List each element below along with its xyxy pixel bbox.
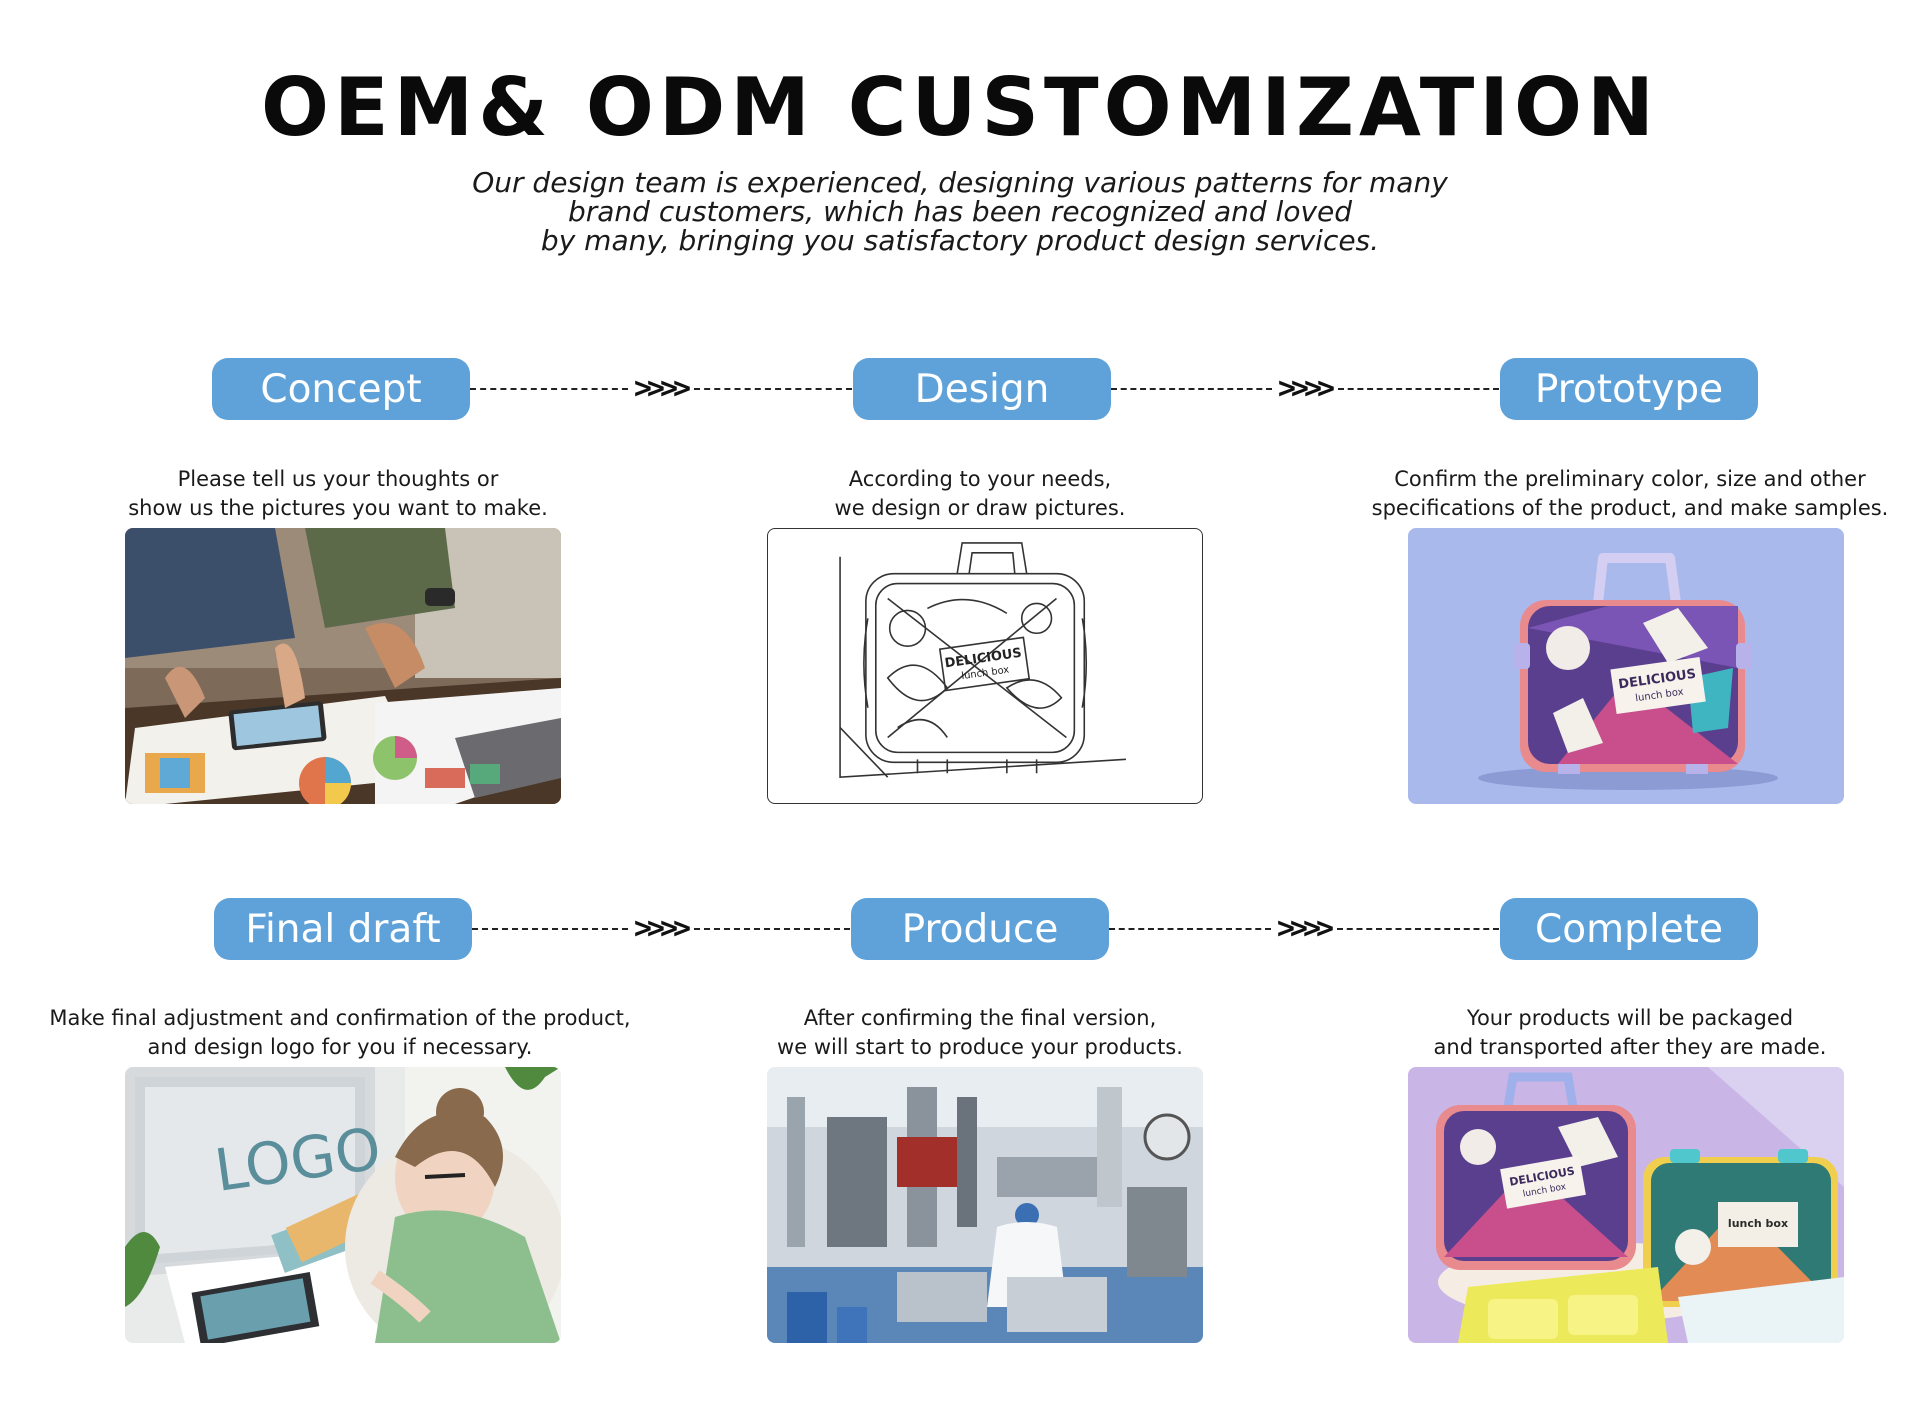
step-produce-pill: Produce	[851, 898, 1109, 960]
desc-line: show us the pictures you want to make.	[128, 496, 548, 520]
desc-line: and transported after they are made.	[1433, 1035, 1827, 1059]
desc-line: Make final adjustment and confirmation o…	[49, 1006, 631, 1030]
step-design-pill: Design	[853, 358, 1111, 420]
factory-production-photo	[767, 1067, 1203, 1343]
desc-line: Please tell us your thoughts or	[177, 467, 499, 491]
step-complete-pill: Complete	[1500, 898, 1758, 960]
connector-arrow: >>>>	[470, 369, 852, 409]
page-title: OEM& ODM CUSTOMIZATION	[260, 61, 1659, 154]
lunch-box-sample-photo: DELICIOUS lunch box	[1408, 528, 1844, 804]
connector-arrow: >>>>	[1111, 369, 1499, 409]
connector-arrow-icon: >>>>	[1277, 371, 1335, 406]
subtitle-line: brand customers, which has been recogniz…	[567, 195, 1353, 228]
planning-meeting-photo	[125, 528, 561, 804]
desc-line: and design logo for you if necessary.	[147, 1035, 533, 1059]
desc-line: we design or draw pictures.	[834, 496, 1126, 520]
connector-arrow-icon: >>>>	[1276, 911, 1334, 946]
subtitle-line: by many, bringing you satisfactory produ…	[540, 224, 1380, 257]
designer-logo-photo: LOGO	[125, 1067, 561, 1343]
desc-line: specifications of the product, and make …	[1371, 496, 1889, 520]
connector-arrow-icon: >>>>	[633, 911, 691, 946]
step-prototype-pill: Prototype	[1500, 358, 1758, 420]
finished-products-photo: DELICIOUS lunch box lunch box	[1408, 1067, 1844, 1343]
step-final-draft-desc: Make final adjustment and confirmation o…	[40, 1004, 640, 1062]
connector-arrow-icon: >>>>	[633, 371, 691, 406]
connector-arrow: >>>>	[1109, 909, 1499, 949]
connector-arrow: >>>>	[472, 909, 850, 949]
page-subtitle: Our design team is experienced, designin…	[0, 168, 1920, 255]
desc-line: we will start to produce your products.	[777, 1035, 1183, 1059]
desc-line: After confirming the final version,	[803, 1006, 1157, 1030]
step-concept-desc: Please tell us your thoughts or show us …	[38, 465, 638, 523]
desc-line: Confirm the preliminary color, size and …	[1394, 467, 1866, 491]
step-design-desc: According to your needs, we design or dr…	[680, 465, 1280, 523]
step-final-draft-pill: Final draft	[214, 898, 472, 960]
lunch-box-sketch: DELICIOUS lunch box	[767, 528, 1203, 804]
step-concept-pill: Concept	[212, 358, 470, 420]
desc-line: According to your needs,	[848, 467, 1112, 491]
step-prototype-desc: Confirm the preliminary color, size and …	[1330, 465, 1920, 523]
step-complete-desc: Your products will be packaged and trans…	[1330, 1004, 1920, 1062]
subtitle-line: Our design team is experienced, designin…	[472, 166, 1448, 199]
product2-label: lunch box	[1728, 1217, 1788, 1230]
desc-line: Your products will be packaged	[1466, 1006, 1794, 1030]
step-produce-desc: After confirming the final version, we w…	[680, 1004, 1280, 1062]
